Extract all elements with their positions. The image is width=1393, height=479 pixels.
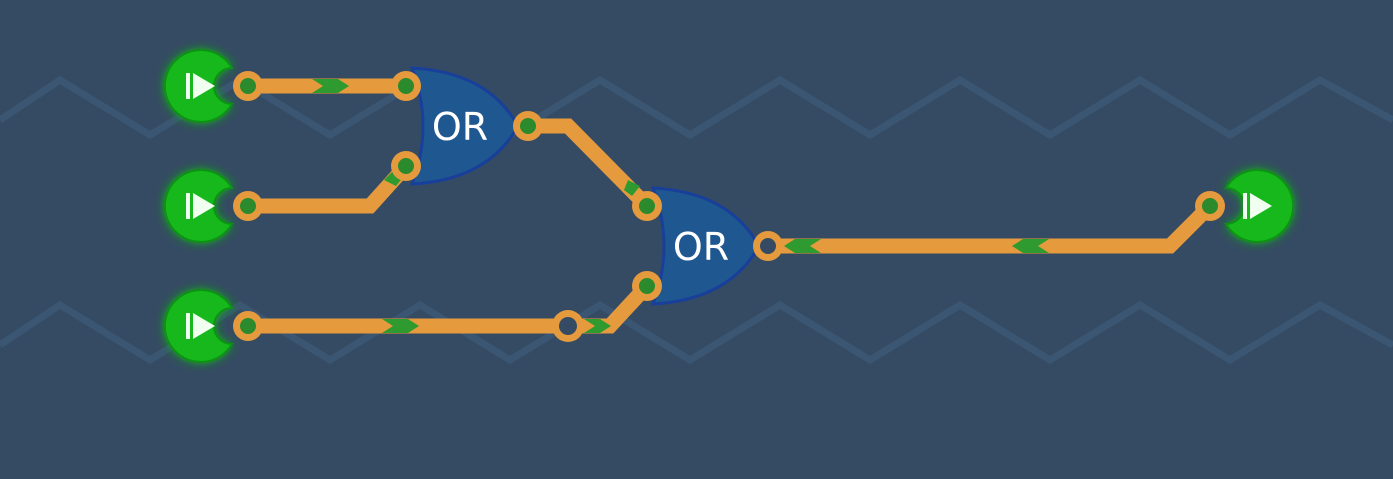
gate-label: OR bbox=[673, 225, 729, 269]
or-gate[interactable]: OR bbox=[409, 66, 520, 186]
gate1-input-port-a[interactable] bbox=[391, 71, 421, 101]
signal-chevron bbox=[584, 319, 611, 333]
signal-chevron bbox=[312, 79, 349, 93]
or-gate-body bbox=[409, 66, 520, 186]
play-icon bbox=[186, 313, 215, 339]
signal-chevron bbox=[624, 180, 640, 196]
play-icon bbox=[1243, 193, 1272, 219]
signal-chevron bbox=[382, 319, 419, 333]
play-icon bbox=[186, 73, 215, 99]
input-node[interactable] bbox=[163, 289, 263, 363]
gate-ports bbox=[391, 71, 783, 301]
signal-chevron bbox=[1012, 239, 1049, 253]
wire-gate1-gate2[interactable] bbox=[528, 118, 653, 212]
input-node[interactable] bbox=[163, 169, 263, 243]
wire-junction[interactable] bbox=[552, 310, 584, 342]
gate2-input-port-b[interactable] bbox=[632, 271, 662, 301]
gate2-input-port-a[interactable] bbox=[632, 191, 662, 221]
gate-label: OR bbox=[432, 105, 488, 149]
input-node[interactable] bbox=[163, 49, 263, 123]
signal-chevron bbox=[784, 239, 821, 253]
wire-input2-gate1[interactable] bbox=[248, 160, 412, 214]
or-gate-body bbox=[650, 186, 761, 306]
wire-gate2-output[interactable] bbox=[768, 200, 1216, 254]
signal-indicators bbox=[312, 79, 1049, 333]
gate1-input-port-b[interactable] bbox=[391, 151, 421, 181]
gate1-output-port[interactable] bbox=[513, 111, 543, 141]
or-gate[interactable]: OR bbox=[650, 186, 761, 306]
output-node[interactable] bbox=[1195, 169, 1295, 243]
play-icon bbox=[186, 193, 215, 219]
gate2-output-port[interactable] bbox=[753, 231, 783, 261]
